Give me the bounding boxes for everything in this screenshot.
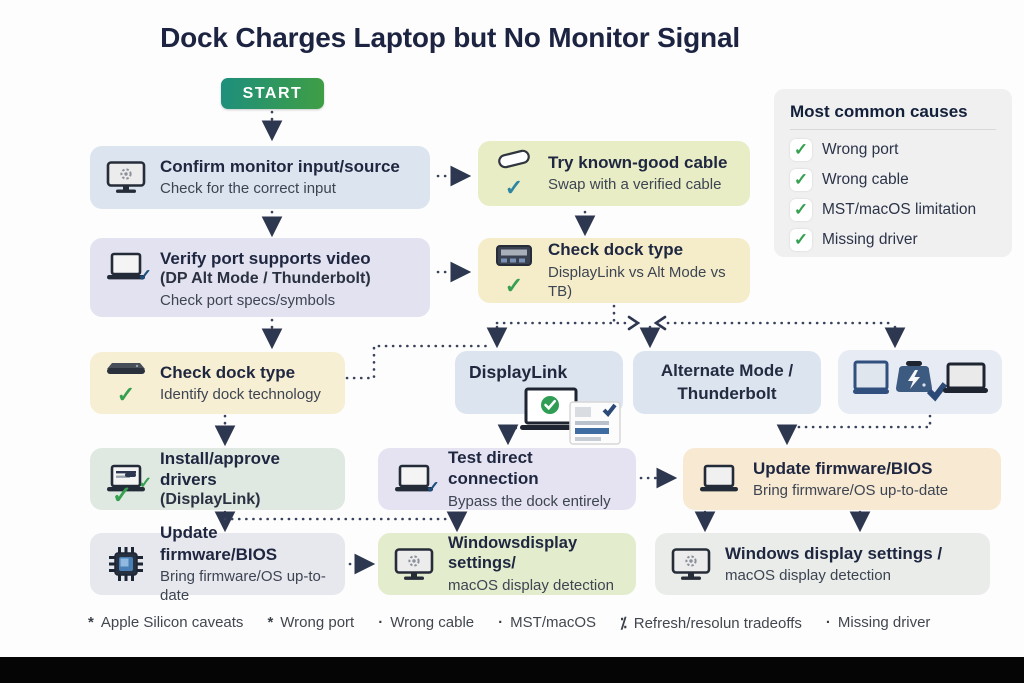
cause-item: ✓ Wrong port: [790, 139, 996, 161]
node-alt-mode-thunderbolt: Alternate Mode / Thunderbolt: [633, 351, 821, 414]
footnote-marker: ·: [498, 614, 504, 631]
node-device-chain: [838, 350, 1002, 414]
chip-icon: [104, 546, 148, 582]
node-title: Confirm monitor input/source: [160, 157, 400, 177]
node-subtitle: Bypass the dock entirely: [448, 492, 611, 510]
check-icon: ✓: [137, 266, 152, 285]
node-test-direct: ✓ Test direct connection Bypass the dock…: [378, 448, 636, 510]
check-icon: ✓: [504, 273, 524, 298]
node-title: Update firmware/BIOS: [753, 458, 933, 478]
node-title: Check dock type: [160, 362, 296, 382]
divider: [790, 129, 996, 130]
footnote-item: ⁒ Refresh/resolun tradeoffs: [620, 614, 802, 632]
node-title: Windows display settings /: [725, 543, 943, 563]
laptop-check-icon: ✓: [392, 464, 440, 496]
node-title-2: (DP Alt Mode / Thunderbolt): [160, 270, 371, 288]
footnote-text: Refresh/resolun tradeoffs: [633, 615, 802, 632]
node-title: DisplayLink: [469, 362, 568, 382]
monitor-gear-icon: [669, 547, 713, 581]
check-icon: ✓: [790, 199, 812, 221]
node-title: Alternate Mode /: [660, 361, 794, 381]
start-badge: START: [221, 78, 324, 109]
check-icon: ✓: [790, 229, 812, 251]
node-subtitle: DisplayLink vs Alt Mode vs TB): [548, 263, 726, 301]
node-title: Install/approve drivers: [160, 448, 280, 489]
node-subtitle: Bring firmware/OS up-to-date: [160, 567, 326, 605]
footnote-text: MST/macOS: [510, 614, 596, 631]
cause-item: ✓ Missing driver: [790, 229, 996, 251]
node-title-2: Thunderbolt: [677, 383, 777, 403]
node-subtitle: Check for the correct input: [160, 180, 336, 198]
footnote-item: * Wrong port: [267, 614, 354, 632]
footnote-marker: *: [267, 614, 274, 631]
check-icon: ✓: [116, 381, 136, 407]
monitor-gear-icon: [104, 161, 148, 194]
footnote-text: Missing driver: [837, 614, 931, 631]
laptop-checklist-icon: [516, 386, 624, 453]
footnote-text: Apple Silicon caveats: [100, 614, 244, 631]
cause-label: Wrong port: [822, 141, 899, 158]
check-icon: ✓: [112, 482, 133, 509]
node-title: Try known-good cable: [548, 153, 728, 173]
cause-label: Wrong cable: [822, 171, 909, 188]
node-subtitle: macOS display detection: [448, 576, 614, 594]
page-title: Dock Charges Laptop but No Monitor Signa…: [160, 22, 740, 53]
footnote-item: · Wrong cable: [378, 614, 474, 632]
footnote-item: · MST/macOS: [498, 614, 596, 632]
panel-title: Most common causes: [790, 102, 968, 121]
dock-icon: [494, 244, 534, 273]
node-check-dock-type-2: ✓ Check dock type Identify dock technolo…: [90, 352, 345, 414]
check-icon: ✓: [138, 475, 152, 492]
node-title-2: (DisplayLink): [160, 491, 261, 509]
node-check-dock-type: ✓ Check dock type DisplayLink vs Alt Mod…: [478, 238, 750, 303]
laptop-check-icon: ✓: [104, 252, 152, 284]
footnote-text: Wrong cable: [390, 614, 475, 631]
node-display-settings-2: Windows display settings / macOS display…: [655, 533, 990, 595]
laptop-icon: [697, 464, 741, 494]
cause-label: MST/macOS limitation: [822, 201, 977, 218]
cause-label: Missing driver: [822, 231, 918, 248]
node-subtitle: Bring firmware/OS up-to-date: [753, 481, 949, 499]
check-icon: ✓: [790, 169, 812, 191]
node-subtitle: macOS display detection: [725, 566, 891, 584]
node-title: Verify port supports video: [160, 249, 371, 268]
node-try-cable: ✓ Try known-good cable Swap with a verif…: [478, 141, 750, 206]
footnote-text: Wrong port: [280, 614, 355, 631]
node-update-firmware-2: Update firmware/BIOS Bring firmware/OS u…: [90, 523, 345, 604]
display-dock-laptop-icons: [852, 358, 988, 407]
footnote-item: · Missing driver: [826, 614, 931, 632]
dock-flat-icon: [104, 361, 148, 382]
cause-item: ✓ MST/macOS limitation: [790, 199, 996, 221]
cable-icon: [494, 148, 534, 175]
monitor-gear-icon: [392, 547, 436, 581]
footnote-item: * Apple Silicon caveats: [88, 614, 243, 632]
bottom-bar: [0, 657, 1024, 683]
node-update-firmware: Update firmware/BIOS Bring firmware/OS u…: [683, 448, 1001, 510]
cause-item: ✓ Wrong cable: [790, 169, 996, 191]
check-icon: ✓: [504, 175, 524, 200]
footnote-marker: ⁒: [620, 615, 627, 632]
node-title: Windowsdisplay settings/: [448, 533, 578, 573]
node-subtitle: Check port specs/symbols: [160, 292, 336, 310]
node-install-drivers: ✓ ✓ Install/approve drivers (DisplayLink…: [90, 448, 345, 510]
node-display-settings: Windowsdisplay settings/ macOS display d…: [378, 533, 636, 595]
laptop-driver-icon: ✓ ✓: [104, 464, 152, 508]
node-title: Update firmware/BIOS: [160, 523, 278, 564]
footnotes: * Apple Silicon caveats * Wrong port · W…: [88, 614, 998, 632]
check-icon: ✓: [425, 478, 440, 497]
node-confirm-input: Confirm monitor input/source Check for t…: [90, 146, 430, 209]
node-subtitle: Swap with a verified cable: [548, 176, 722, 194]
footnote-marker: *: [88, 614, 94, 631]
node-title: Test direct connection: [448, 448, 539, 489]
check-icon: ✓: [790, 139, 812, 161]
node-title: Check dock type: [548, 240, 684, 260]
common-causes-panel: Most common causes ✓ Wrong port ✓ Wrong …: [774, 89, 1012, 257]
node-subtitle: Identify dock technology: [160, 385, 321, 403]
footnote-marker: ·: [825, 614, 831, 631]
node-verify-port: ✓ Verify port supports video (DP Alt Mod…: [90, 238, 430, 317]
footnote-marker: ·: [378, 614, 384, 631]
